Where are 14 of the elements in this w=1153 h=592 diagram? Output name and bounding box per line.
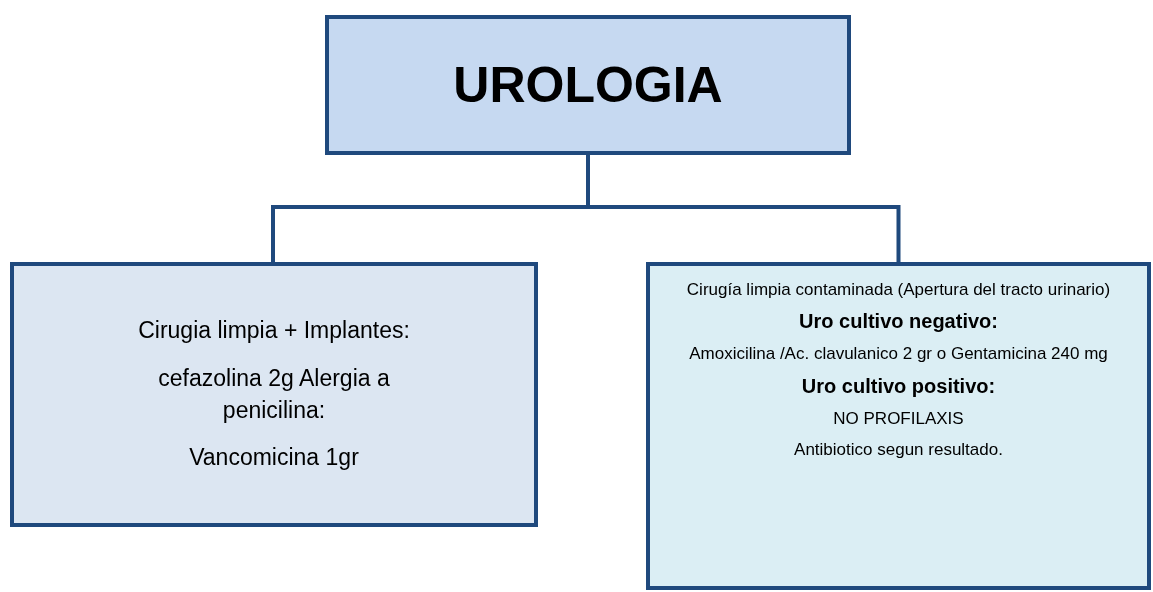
category-box (325, 15, 851, 155)
category-box (10, 262, 538, 527)
box-text: Amoxicilina /Ac. clavulanico 2 gr o Gentamicina 240 mg (688, 343, 1109, 366)
category-box (646, 262, 1151, 590)
title-text: UROLOGIA (453, 60, 723, 110)
box-text: Uro cultivo positivo: (801, 373, 996, 399)
box-text: Vancomicina 1gr (189, 443, 359, 473)
box-text: Cirugia limpia + Implantes: (138, 316, 410, 346)
box-text: Cirugía limpia contaminada (Apertura del tracto urinario) (685, 279, 1112, 301)
box-text: Uro cultivo negativo: (799, 309, 998, 335)
box-text: Antibiotico segun resultado. (793, 439, 1004, 462)
box-text: NO PROFILAXIS (832, 407, 965, 430)
connector-line (586, 155, 901, 262)
box-text: cefazolina 2g Alergia a penicilina: (157, 363, 391, 425)
